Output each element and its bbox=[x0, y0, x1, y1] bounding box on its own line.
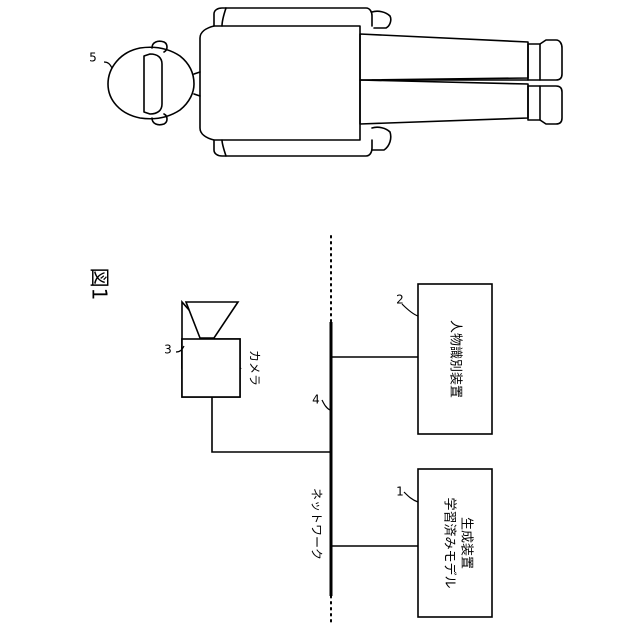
network-ref-leader bbox=[322, 400, 330, 410]
network-ref-number: 4 bbox=[312, 393, 320, 407]
model-device-ref-leader bbox=[404, 492, 418, 502]
person-hand-top bbox=[372, 11, 391, 28]
identification-device-ref-leader bbox=[402, 304, 418, 316]
model-device-ref-number: 1 bbox=[396, 485, 404, 499]
person-sleeve-seam-bottom bbox=[222, 140, 226, 156]
identification-device-ref-number: 2 bbox=[396, 293, 404, 307]
person-torso bbox=[200, 26, 360, 140]
person-neck bbox=[194, 72, 200, 96]
figure-title: 図1 bbox=[88, 268, 112, 301]
identification-device-label: 人物識別装置 bbox=[448, 320, 463, 398]
model-device-label-line2: 生成装置 bbox=[459, 517, 474, 569]
person-mask bbox=[144, 54, 162, 114]
person-shoe-top bbox=[528, 40, 562, 80]
person-ref-number: 5 bbox=[89, 51, 97, 65]
person-trousers bbox=[360, 34, 528, 80]
model-device-label-line1: 学習済みモデル bbox=[442, 497, 458, 588]
person-arm-bottom bbox=[214, 140, 372, 156]
person-hand-bottom bbox=[372, 127, 391, 150]
camera-label: カメラ bbox=[248, 350, 262, 386]
camera-body-front bbox=[182, 339, 240, 397]
person-arm-top bbox=[214, 8, 372, 26]
camera-ref-number: 3 bbox=[164, 343, 172, 357]
person-ref-leader bbox=[104, 62, 112, 68]
person-illustration bbox=[108, 8, 562, 156]
person-shoe-bottom bbox=[528, 86, 562, 124]
person-head bbox=[108, 47, 194, 118]
person-trousers-lower bbox=[360, 80, 528, 124]
network-label: ネットワーク bbox=[310, 488, 324, 560]
person-sleeve-seam-top bbox=[222, 8, 226, 26]
